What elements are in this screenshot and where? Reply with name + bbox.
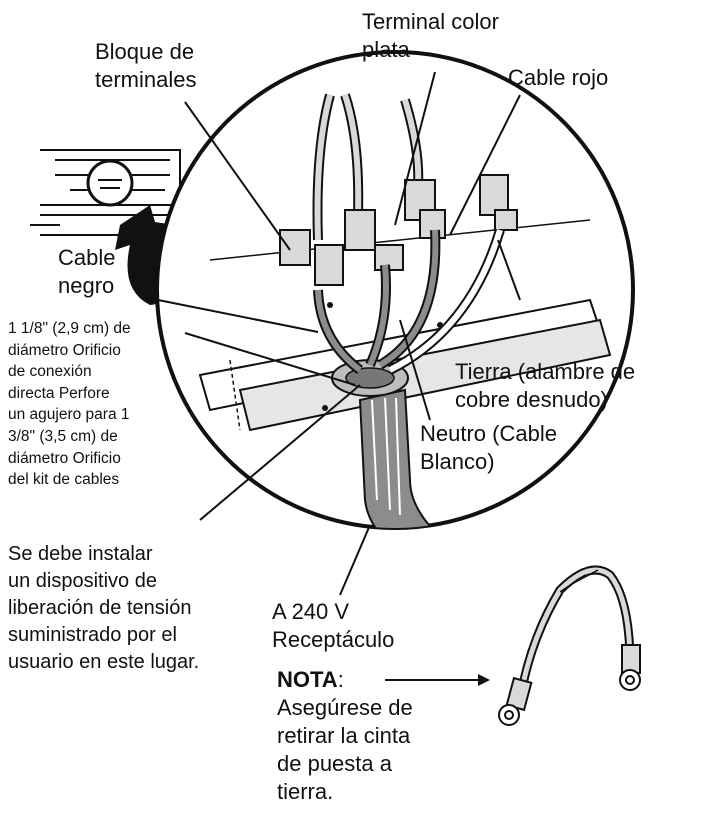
note-text: : Asegúrese de retirar la cinta de puest… [277,667,413,804]
receptacle-label: A 240 V Receptáculo [272,599,395,652]
red-cable-label: Cable rojo [508,65,609,90]
ground-strap [498,565,641,726]
leader-lines [147,71,521,681]
note-heading: NOTA [277,667,338,692]
black-cable-label: Cable negro [58,245,116,298]
neutral-label: Neutro (Cable Blanco) [420,421,557,474]
hole-note-label: 1 1/8" (2,9 cm) de diámetro Orificio de … [8,318,131,491]
note-label: NOTA: Asegúrese de retirar la cinta de p… [277,666,413,806]
ground-label: Tierra (alambre de cobre desnudo) [455,359,636,412]
silver-terminal-label: Terminal color plata [362,9,499,62]
terminal-block-label: Bloque de terminales [95,39,197,92]
strain-relief-label: Se debe instalar un dispositivo de liber… [8,543,200,673]
